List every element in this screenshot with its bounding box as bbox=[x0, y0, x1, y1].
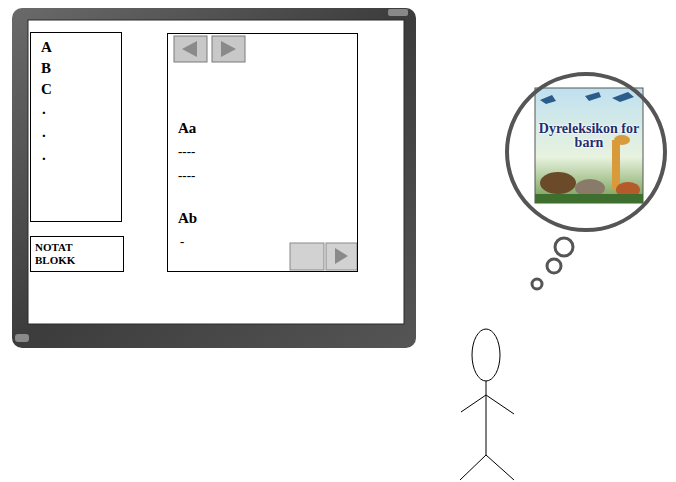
book-title: Dyreleksikon for barn bbox=[535, 122, 643, 150]
head bbox=[472, 329, 500, 381]
list-entry: B bbox=[41, 60, 51, 77]
list-entry: . bbox=[42, 124, 46, 141]
bubble-border bbox=[507, 74, 665, 230]
thought-bubble-fill bbox=[507, 74, 665, 289]
frame-knob bbox=[15, 334, 29, 342]
tablet-frame bbox=[12, 8, 416, 348]
scroll-track bbox=[290, 243, 324, 270]
list-entry: ---- bbox=[178, 168, 195, 184]
frame-knob bbox=[388, 9, 408, 16]
birds bbox=[540, 92, 634, 104]
grass bbox=[535, 194, 643, 203]
index-panel: ABC... bbox=[30, 32, 122, 222]
back-button bbox=[174, 36, 207, 62]
small-bubble bbox=[532, 279, 542, 289]
small-bubble bbox=[555, 238, 573, 256]
list-entry: Aa bbox=[178, 120, 196, 137]
bubble-outline bbox=[505, 72, 667, 232]
notepad-label: NOTAT BLOKK bbox=[35, 241, 97, 267]
cover bbox=[535, 88, 643, 203]
leg bbox=[460, 455, 486, 480]
body bbox=[486, 381, 487, 455]
list-entry: ---- bbox=[178, 144, 195, 160]
giraffe-neck bbox=[612, 140, 620, 190]
small-bubble bbox=[547, 259, 561, 273]
forward-button bbox=[212, 36, 245, 62]
content-panel: Aa ---- ---- Ab - bbox=[167, 33, 358, 272]
stick-figure bbox=[460, 329, 514, 480]
list-entry: . bbox=[42, 147, 46, 164]
book-cover bbox=[535, 88, 643, 203]
bezel bbox=[12, 8, 416, 348]
notepad-box: NOTAT BLOKK bbox=[30, 236, 124, 272]
thought-bubble: Dyreleksikon for barn bbox=[505, 72, 667, 232]
arm bbox=[461, 395, 486, 412]
list-entry: - bbox=[180, 234, 184, 250]
bubble-fill bbox=[507, 74, 665, 230]
right-triangle bbox=[335, 248, 348, 264]
list-entry: Ab bbox=[178, 210, 197, 227]
leg bbox=[486, 455, 514, 480]
animal bbox=[540, 172, 576, 194]
list-entry: . bbox=[42, 101, 46, 118]
left-triangle bbox=[182, 41, 197, 57]
arm bbox=[486, 395, 514, 414]
scroll-button bbox=[326, 243, 357, 270]
screen bbox=[28, 20, 404, 324]
nav-buttons bbox=[174, 36, 357, 270]
list-entry: A bbox=[41, 39, 52, 56]
list-entry: C bbox=[41, 81, 52, 98]
giraffe-head bbox=[614, 135, 630, 145]
right-triangle bbox=[221, 41, 236, 57]
